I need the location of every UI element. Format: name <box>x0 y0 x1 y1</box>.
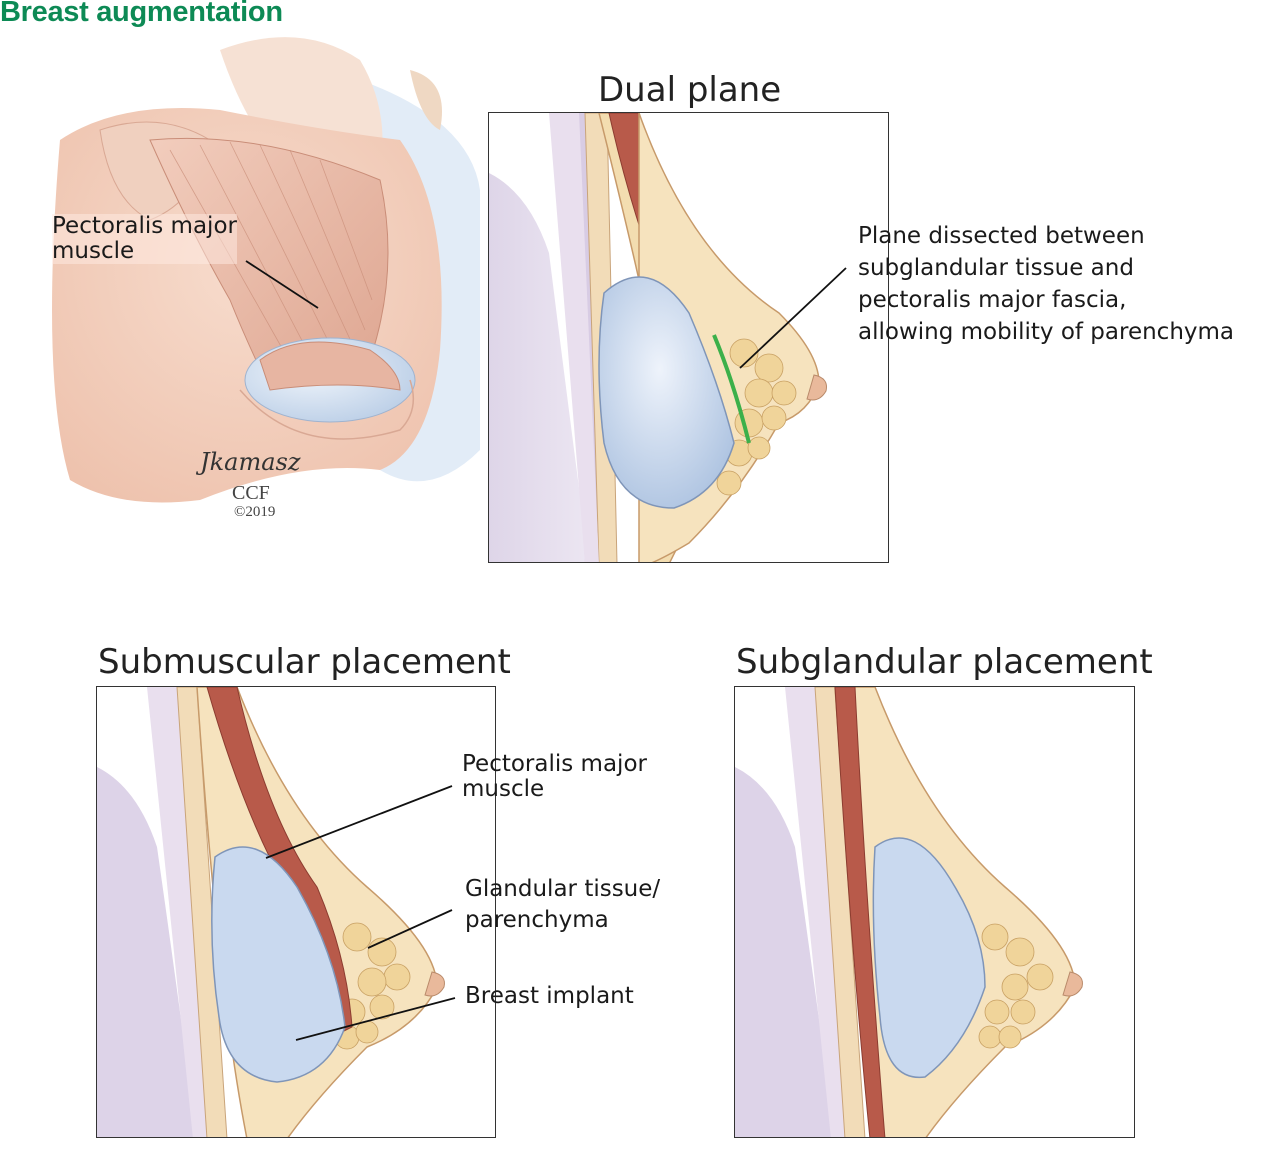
dual-plane-annotation: Plane dissected between subglandular tis… <box>858 223 1235 345</box>
overview-illustration: Pectoralis major muscle Jkamasz CCF ©201… <box>0 30 480 560</box>
submuscular-muscle-label: Pectoralis major muscle <box>462 751 647 802</box>
submuscular-panel <box>96 686 496 1138</box>
overview-muscle-label: Pectoralis major muscle <box>52 213 237 264</box>
submuscular-glandular-label: Glandular tissue/ parenchyma <box>465 876 661 933</box>
copyright-year: ©2019 <box>234 504 276 520</box>
artist-signature: Jkamasz <box>200 448 301 476</box>
page-title: Breast augmentation <box>0 0 283 28</box>
dual-plane-title: Dual plane <box>598 70 782 110</box>
dual-plane-cross-section <box>489 113 888 562</box>
subglandular-panel <box>734 686 1135 1138</box>
subglandular-title: Subglandular placement <box>736 642 1153 682</box>
submuscular-cross-section <box>97 687 495 1137</box>
subglandular-cross-section <box>735 687 1134 1137</box>
submuscular-title: Submuscular placement <box>98 642 511 682</box>
credit-text: CCF <box>232 482 270 504</box>
dual-plane-panel <box>488 112 889 563</box>
dissection-plane-line <box>712 334 751 444</box>
submuscular-implant-label: Breast implant <box>465 983 634 1009</box>
torso-illustration <box>52 37 480 503</box>
